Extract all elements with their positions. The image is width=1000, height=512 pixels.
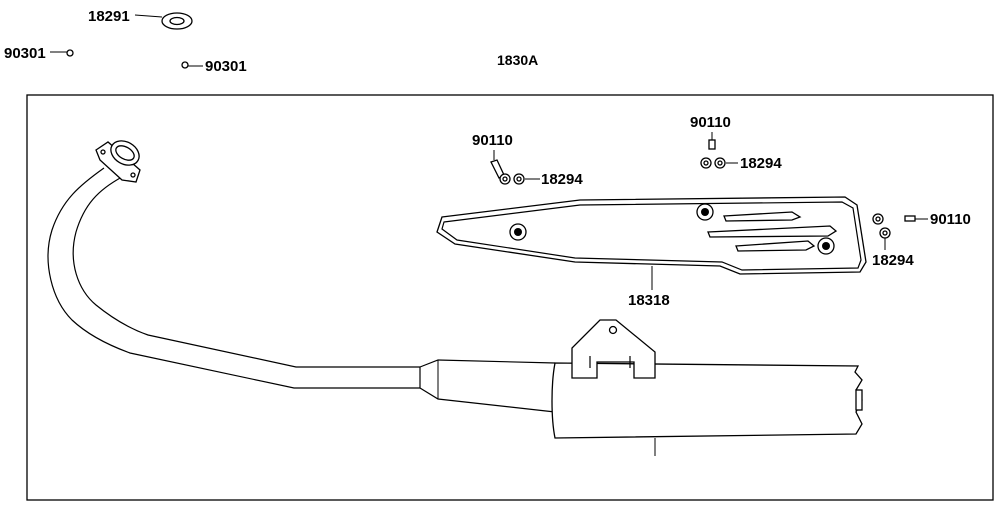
bracket-slots: [589, 356, 631, 368]
bolt-left-label: 90110: [472, 132, 513, 149]
shield-grommet-2-center: [701, 208, 709, 216]
muffler-body: [551, 362, 863, 439]
bolt-right-icon: [904, 215, 916, 222]
nut-left-icon: [66, 49, 74, 57]
shield-grommet-3-center: [822, 242, 830, 250]
washer-left-label: 18294: [541, 171, 583, 188]
shield-slot-3: [735, 240, 816, 252]
diagram-title: 1830A: [497, 52, 538, 68]
washer-left-icon-2-hole: [516, 176, 522, 182]
washer-right-icon-2-hole: [882, 230, 888, 236]
washer-mid-icon-2-hole: [717, 160, 723, 166]
washer-mid-icon-1-hole: [703, 160, 709, 166]
washer-left-icon-1-hole: [502, 176, 508, 182]
nut-left-part[interactable]: [50, 49, 74, 57]
pipe-upper-edge: [72, 176, 420, 368]
bolt-mid-part[interactable]: [708, 132, 716, 150]
heat-shield-rim: [441, 201, 862, 271]
gasket-part[interactable]: [134, 12, 193, 30]
bolt-left-part[interactable]: [490, 150, 505, 179]
muffler-tail-tab: [855, 389, 863, 411]
nut-left-label: 90301: [4, 45, 46, 62]
exhaust-pipe[interactable]: [47, 136, 556, 413]
muffler-part[interactable]: [551, 319, 863, 456]
nut-right-part[interactable]: [181, 61, 203, 69]
heat-shield-label: 18318: [628, 292, 670, 309]
washer-right-icon-1-hole: [875, 216, 881, 222]
flange-hole-left: [100, 149, 106, 155]
bolt-mid-icon: [708, 139, 716, 150]
bracket-hole: [608, 325, 618, 335]
gasket-hole: [169, 16, 185, 26]
gasket-label: 18291: [88, 8, 130, 25]
bolt-right-part[interactable]: [904, 215, 928, 222]
diagram-frame: [26, 94, 994, 501]
washer-right-part[interactable]: [872, 213, 891, 250]
nut-right-icon: [181, 61, 189, 69]
washer-mid-label: 18294: [740, 155, 782, 172]
nut-right-label: 90301: [205, 58, 247, 75]
washer-mid-part[interactable]: [700, 157, 738, 169]
flange-hole-right: [130, 172, 136, 178]
muffler-bracket: [571, 319, 656, 379]
washer-left-part[interactable]: [499, 173, 540, 185]
pipe-lower-edge: [47, 167, 420, 389]
washer-right-label: 18294: [872, 252, 914, 269]
pipe-inlet-hole: [115, 145, 135, 161]
bolt-mid-label: 90110: [690, 114, 731, 131]
heat-shield-part[interactable]: [436, 196, 867, 290]
pipe-cone: [419, 359, 556, 413]
shield-grommet-1-center: [514, 228, 522, 236]
shield-slot-2: [707, 225, 838, 238]
bolt-right-label: 90110: [930, 211, 971, 228]
gasket-leader: [134, 14, 163, 18]
shield-slot-1: [723, 211, 802, 222]
